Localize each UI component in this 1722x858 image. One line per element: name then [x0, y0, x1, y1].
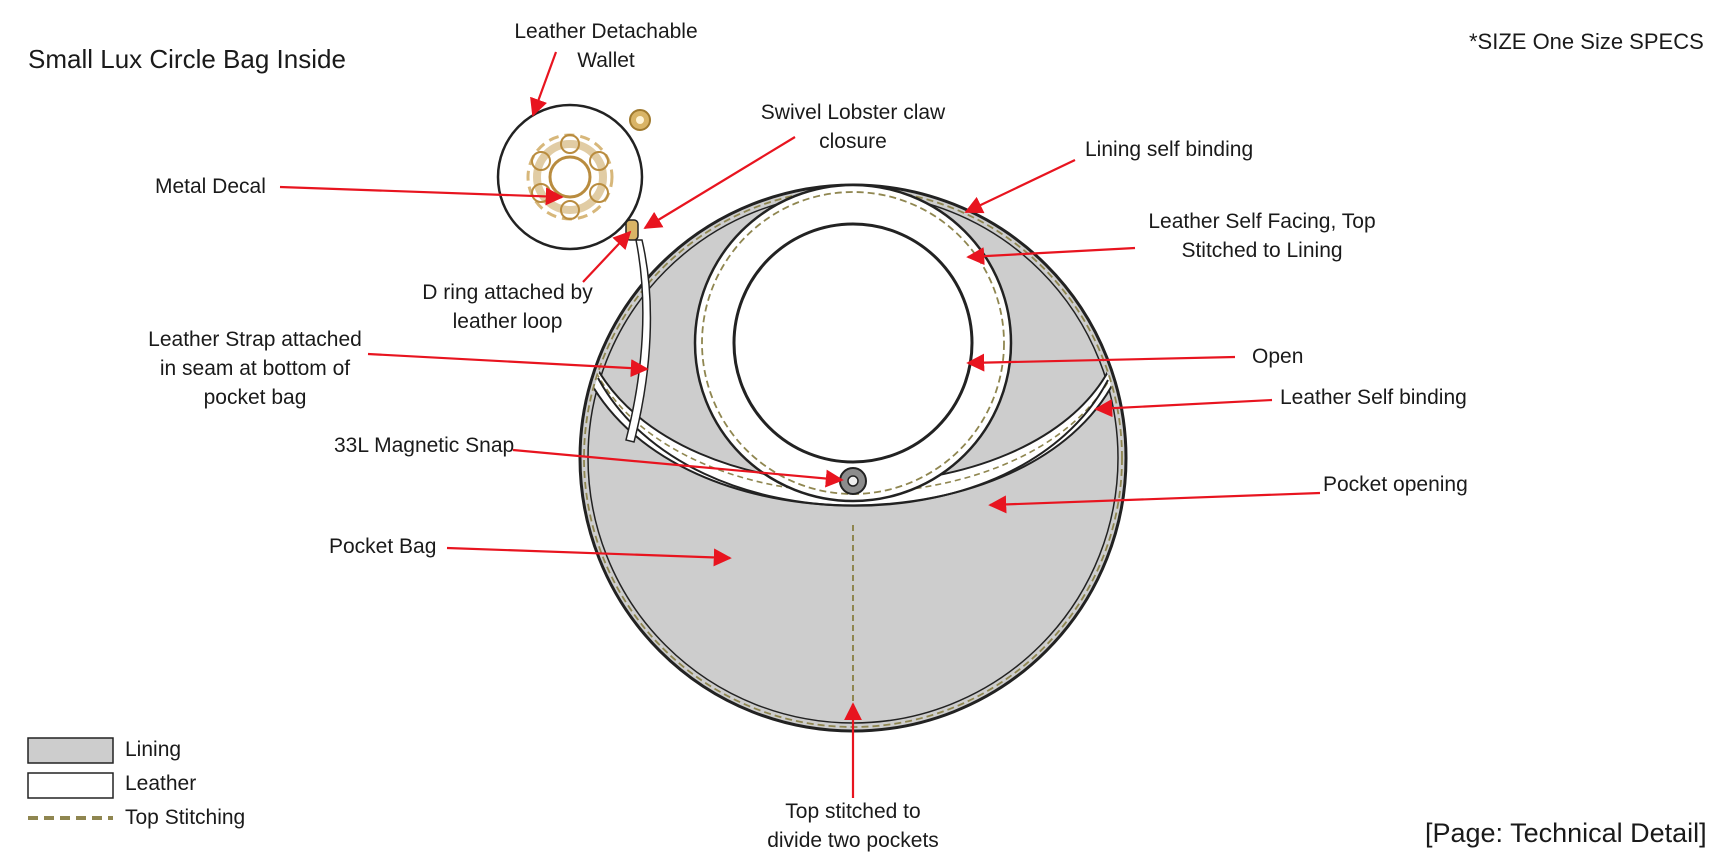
label-magnetic-snap: 33L Magnetic Snap [334, 434, 515, 457]
legend-leather-label: Leather [125, 772, 197, 795]
page-title: Small Lux Circle Bag Inside [28, 44, 346, 74]
page-label: [Page: Technical Detail] [1425, 818, 1707, 848]
label-leather-binding: Leather Self binding [1280, 386, 1467, 409]
label-pocket-bag: Pocket Bag [329, 535, 437, 558]
detachable-wallet [496, 103, 651, 251]
legend [27, 737, 114, 820]
magnetic-snap [839, 467, 867, 495]
label-metal-decal: Metal Decal [155, 175, 266, 198]
callout-arrows [279, 51, 1321, 798]
legend-lining-swatch [27, 737, 114, 764]
legend-lining-label: Lining [125, 738, 182, 761]
label-pocket-opening: Pocket opening [1323, 473, 1468, 496]
lobster-claw [625, 219, 639, 241]
opening [732, 222, 974, 464]
bag-body [578, 183, 1128, 733]
leather-strap [625, 239, 652, 443]
label-open: Open [1252, 345, 1304, 368]
legend-leather-swatch [27, 772, 114, 799]
size-spec: *SIZE One Size SPECS [1469, 29, 1704, 54]
metal-decal [526, 133, 614, 221]
label-lining-binding: Lining self binding [1085, 138, 1254, 161]
legend-stitch-label: Top Stitching [125, 806, 246, 829]
